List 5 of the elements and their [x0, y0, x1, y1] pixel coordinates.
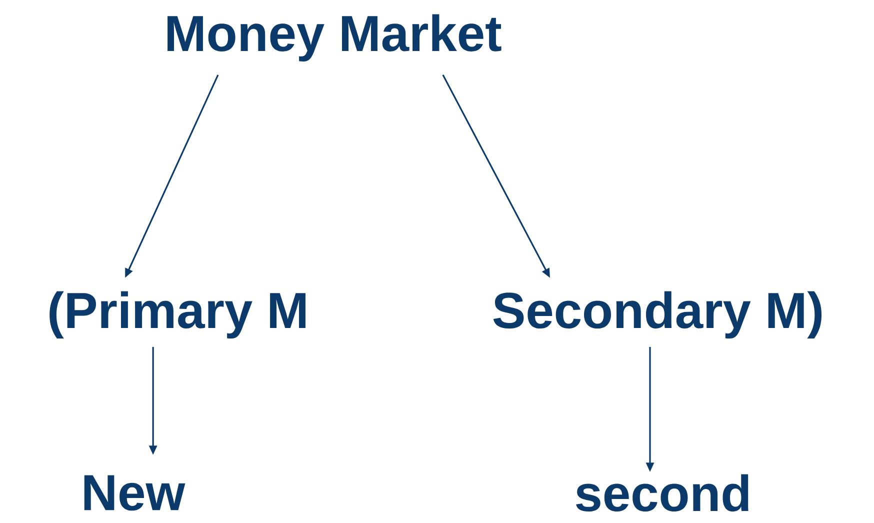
node-label: Money Market [168, 14, 502, 62]
node-label: Secondary M) [493, 291, 822, 339]
node-label: New [84, 475, 186, 511]
node-label: second [576, 474, 748, 512]
node-label: (Primary M [50, 291, 306, 339]
